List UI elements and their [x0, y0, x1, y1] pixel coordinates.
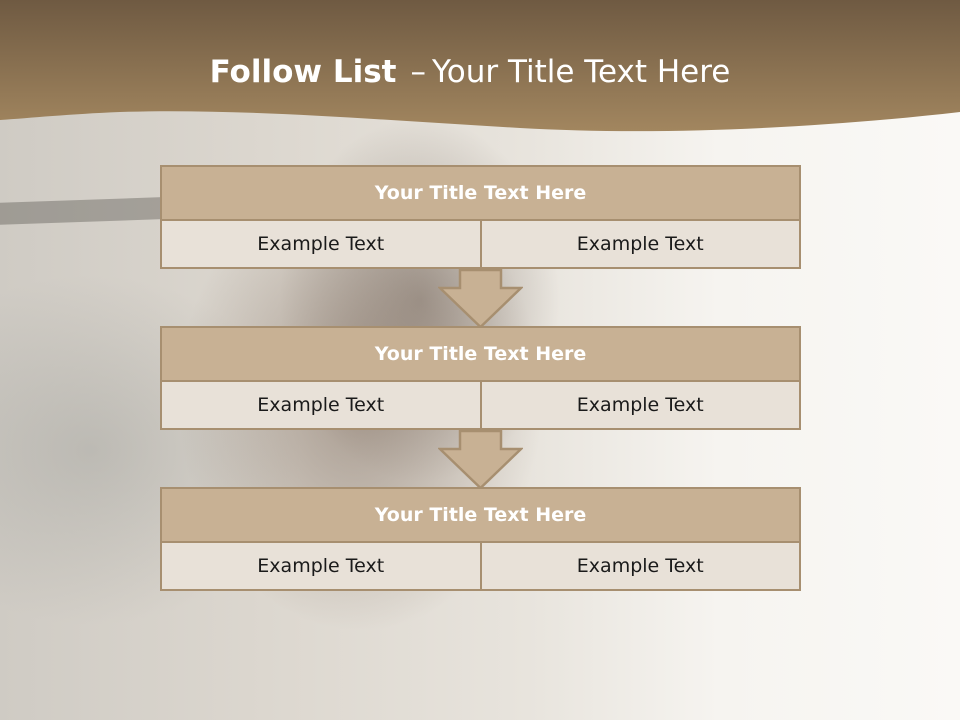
block-row: Example Text Example Text	[160, 382, 801, 430]
title-bold-part: Follow List	[209, 54, 397, 90]
block-cell-left: Example Text	[160, 543, 482, 591]
header-wave	[0, 0, 960, 132]
block-title: Your Title Text Here	[160, 326, 801, 382]
block-row: Example Text Example Text	[160, 543, 801, 591]
block-cell-right: Example Text	[481, 221, 801, 269]
list-block-3: Your Title Text Here Example Text Exampl…	[160, 487, 801, 591]
block-row: Example Text Example Text	[160, 221, 801, 269]
block-title: Your Title Text Here	[160, 487, 801, 543]
title-dash: –	[410, 54, 426, 90]
block-cell-right: Example Text	[481, 543, 801, 591]
block-cell-left: Example Text	[160, 221, 482, 269]
list-block-1: Your Title Text Here Example Text Exampl…	[160, 165, 801, 269]
list-block-2: Your Title Text Here Example Text Exampl…	[160, 326, 801, 430]
down-arrow-icon	[438, 268, 523, 329]
down-arrow-icon	[438, 429, 523, 490]
block-title: Your Title Text Here	[160, 165, 801, 221]
slide-title: Follow List–Your Title Text Here	[0, 54, 940, 90]
block-cell-left: Example Text	[160, 382, 482, 430]
title-rest-part: Your Title Text Here	[431, 54, 731, 90]
background-band	[0, 196, 181, 226]
block-cell-right: Example Text	[481, 382, 801, 430]
